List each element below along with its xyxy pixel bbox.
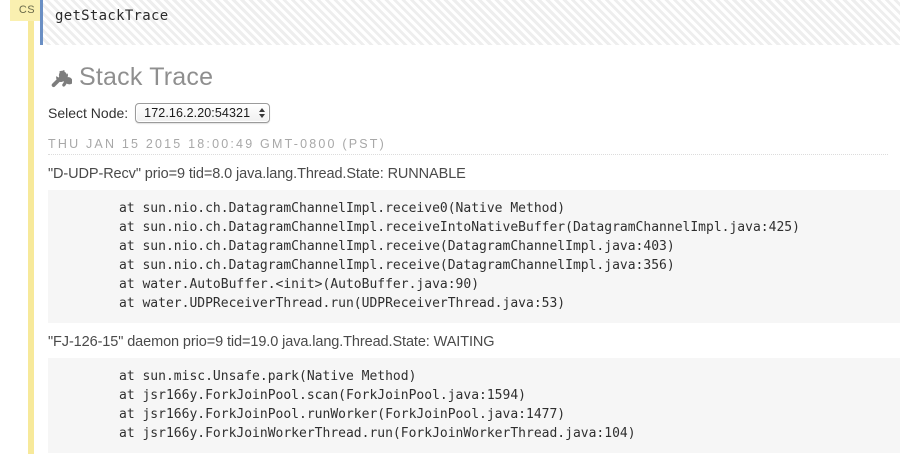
- stack-trace-line: at sun.nio.ch.DatagramChannelImpl.receiv…: [119, 220, 800, 235]
- timestamp: THU JAN 15 2015 18:00:49 GMT-0800 (PST): [48, 137, 888, 155]
- cell-type-tab-cs[interactable]: CS: [10, 0, 44, 21]
- node-selector-row: Select Node: 172.16.2.20:54321: [48, 103, 900, 123]
- stack-trace-line: at sun.misc.Unsafe.park(Native Method): [119, 369, 417, 384]
- select-arrows-icon: [259, 108, 266, 118]
- stack-trace-block: at sun.misc.Unsafe.park(Native Method) at…: [48, 358, 900, 453]
- cell-input-header[interactable]: getStackTrace: [40, 0, 900, 45]
- wrench-icon: [48, 67, 73, 91]
- cell-output-body: Stack Trace Select Node: 172.16.2.20:543…: [48, 45, 900, 454]
- stack-trace-line: at sun.nio.ch.DatagramChannelImpl.receiv…: [119, 258, 675, 273]
- page-title: Stack Trace: [48, 45, 900, 92]
- stack-trace-line: at jsr166y.ForkJoinPool.runWorker(ForkJo…: [119, 407, 566, 422]
- stack-trace-line: at sun.nio.ch.DatagramChannelImpl.receiv…: [119, 239, 675, 254]
- node-select[interactable]: 172.16.2.20:54321: [135, 103, 271, 123]
- page-title-text: Stack Trace: [79, 63, 214, 91]
- stack-trace-line: at jsr166y.ForkJoinPool.scan(ForkJoinPoo…: [119, 388, 526, 403]
- cell-rail: [28, 0, 34, 454]
- stack-trace-line: at water.UDPReceiverThread.run(UDPReceiv…: [119, 296, 566, 311]
- threads-container: "D-UDP-Recv" prio=9 tid=8.0 java.lang.Th…: [48, 166, 900, 453]
- stack-trace-block: at sun.nio.ch.DatagramChannelImpl.receiv…: [48, 190, 900, 323]
- stack-trace-line: at sun.nio.ch.DatagramChannelImpl.receiv…: [119, 201, 566, 216]
- thread-header: "FJ-126-15" daemon prio=9 tid=19.0 java.…: [48, 334, 495, 350]
- stack-trace-line: at water.AutoBuffer.<init>(AutoBuffer.ja…: [119, 277, 480, 292]
- stack-trace-line: at jsr166y.ForkJoinWorkerThread.run(Fork…: [119, 426, 636, 441]
- thread-header: "D-UDP-Recv" prio=9 tid=8.0 java.lang.Th…: [48, 166, 466, 182]
- node-select-value: 172.16.2.20:54321: [144, 106, 251, 120]
- cell-input-text: getStackTrace: [55, 8, 169, 24]
- node-selector-label: Select Node:: [48, 105, 129, 121]
